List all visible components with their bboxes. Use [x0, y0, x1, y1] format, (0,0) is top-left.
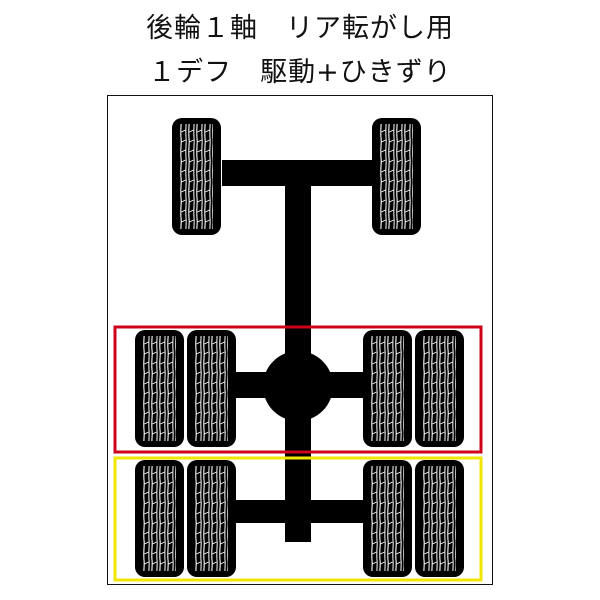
differential	[263, 351, 333, 421]
tire	[135, 460, 184, 577]
drag-axle-highlight	[113, 456, 483, 582]
tire	[372, 118, 421, 235]
diagram-title-line-1: 後輪１軸 リア転がし用	[146, 13, 454, 44]
tire	[187, 460, 236, 577]
rear-drive-axle	[135, 330, 464, 447]
tire	[187, 330, 236, 447]
tire	[172, 118, 221, 235]
front-axle	[172, 118, 421, 235]
drive-axle-highlight	[113, 325, 483, 454]
drag-axle-bar	[232, 500, 365, 523]
tire	[415, 330, 464, 447]
diagram-title-line-2: １デフ 駆動+ひきずり	[148, 57, 452, 88]
tire	[135, 330, 184, 447]
tire	[363, 330, 412, 447]
tire	[415, 460, 464, 577]
chassis-frame	[222, 160, 374, 542]
rear-drag-axle	[135, 460, 464, 577]
tire	[363, 460, 412, 577]
